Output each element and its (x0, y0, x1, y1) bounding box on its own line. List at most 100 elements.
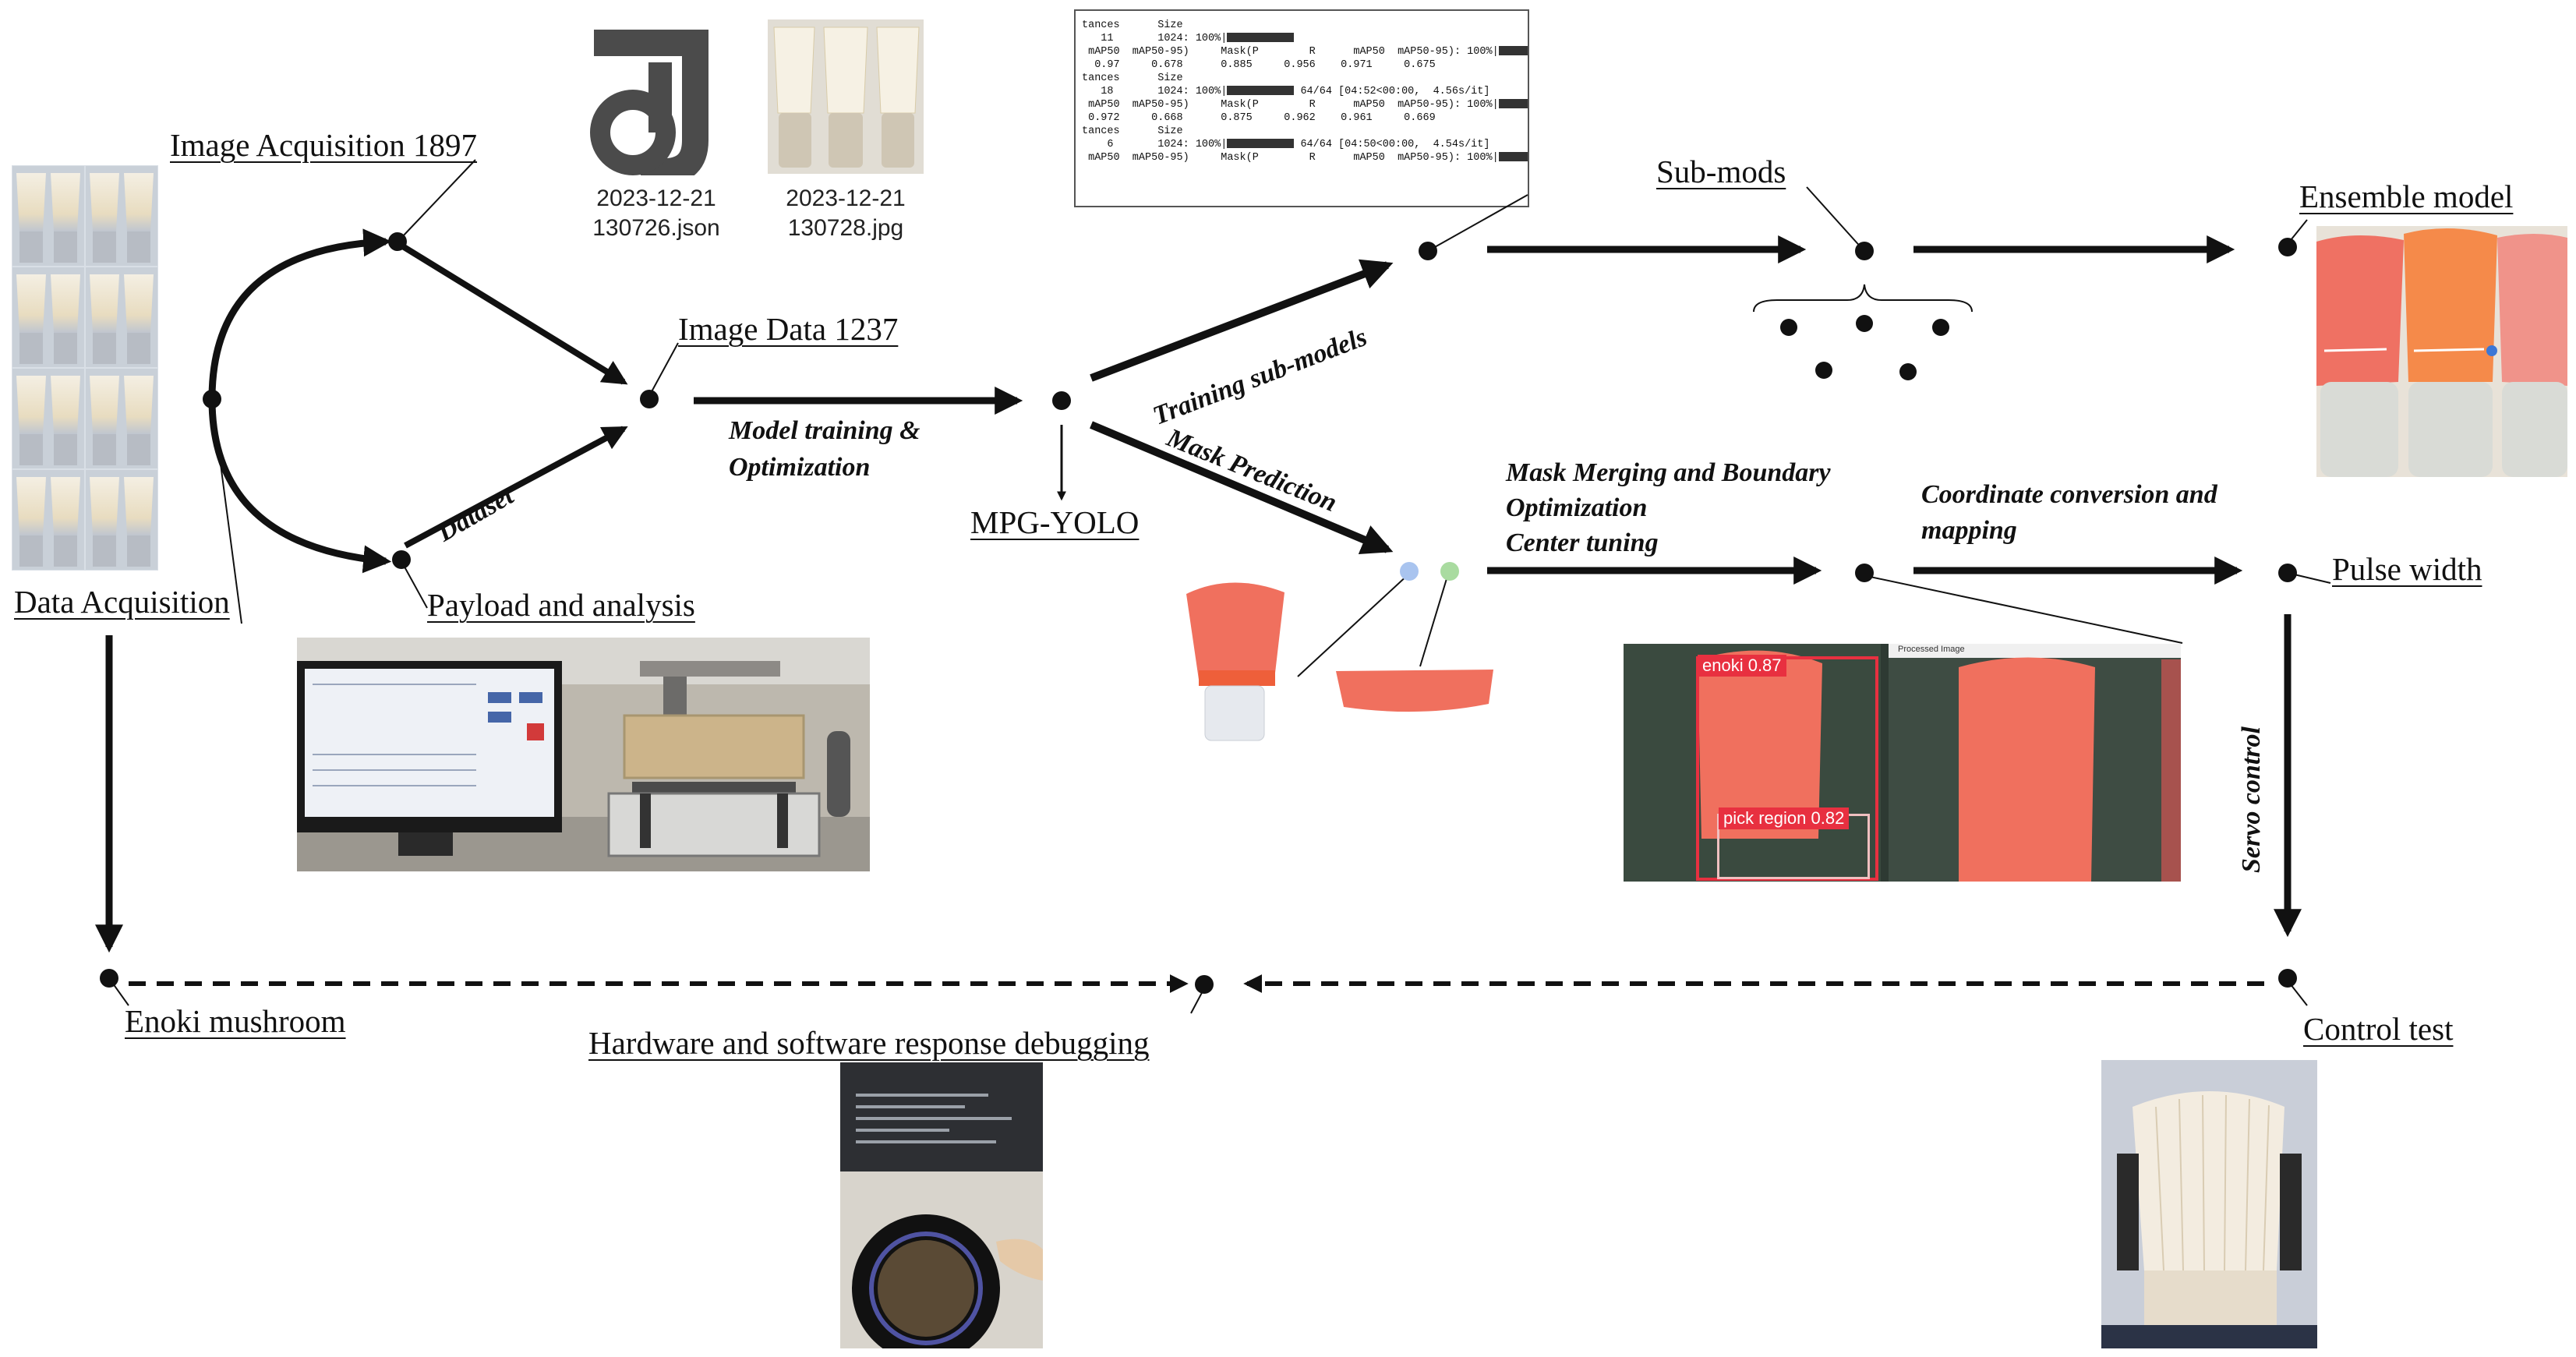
mushroom-bunch (51, 477, 80, 535)
training-log-line: 6 1024: 100%| 64/64 [04:50<00:00, 4.54s/… (1082, 139, 1490, 150)
mushroom-bunch (16, 274, 46, 333)
node-sub-5 (1899, 363, 1917, 380)
node-mask-blue (1400, 562, 1419, 581)
label-control-test: Control test (2303, 1011, 2454, 1047)
node-data-acq (203, 390, 221, 408)
leader-blue-mask (1297, 573, 1410, 677)
label-image-data: Image Data 1237 (678, 311, 899, 347)
ensemble-model-photo (2316, 226, 2567, 477)
training-log-line: 18 1024: 100%| 64/64 [04:52<00:00, 4.56s… (1082, 86, 1490, 97)
mushroom-base (19, 535, 43, 567)
training-log-line: mAP50 mAP50-95) Mask(P R mAP50 mAP50-95)… (1082, 151, 1528, 164)
leader-green-mask (1419, 573, 1449, 667)
training-log-line: 11 1024: 100%| (1082, 32, 1525, 45)
training-log-line: mAP50 mAP50-95) Mask(P R mAP50 mAP50-95)… (1082, 45, 1528, 58)
mushroom-base (127, 434, 150, 465)
mushroom-base (54, 535, 77, 567)
label-model-training: Model training & (729, 416, 921, 445)
mushroom-base (54, 333, 77, 364)
training-log-line: 0.97 0.678 0.885 0.956 0.971 0.675 (1082, 59, 1436, 71)
mushroom-base (93, 434, 116, 465)
mushroom-bunch (124, 274, 154, 333)
control-test-photo (2101, 1060, 2317, 1348)
label-servo-control: Servo control (2237, 726, 2266, 873)
arrow-acq-to-imgdata (399, 242, 628, 385)
node-mask-green (1440, 562, 1459, 581)
json-file-name: 130726.json (592, 214, 720, 241)
node-sub-4 (1815, 362, 1832, 379)
enoki-detection-tag: enoki 0.87 (1698, 655, 1786, 677)
json-file-date: 2023-12-21 (596, 186, 716, 211)
mushroom-base (127, 231, 150, 263)
node-enoki (100, 969, 118, 988)
node-image-data (640, 390, 659, 408)
label-image-acquisition: Image Acquisition 1897 (170, 127, 478, 163)
mushroom-bunch (16, 376, 46, 434)
label-data-acquisition: Data Acquisition (14, 584, 230, 620)
label-mask-merging: Mask Merging and Boundary (1506, 458, 1831, 487)
label-hw-sw-debugging: Hardware and software response debugging (588, 1025, 1150, 1061)
mushroom-bunch (124, 376, 154, 434)
hardware-debugging-photo (840, 1062, 1043, 1348)
label-mapping: mapping (1921, 516, 2017, 545)
arrow-mask-pred (1090, 421, 1394, 555)
label-coordinate-conversion: Coordinate conversion and (1921, 480, 2217, 509)
training-log-lines: tances Size 11 1024: 100%| mAP50 mAP50-9… (1082, 19, 1528, 164)
mushroom-bunch (51, 274, 80, 333)
detection-result-screenshot: enoki 0.87 pick region 0.82 Processed Im… (1624, 644, 2181, 882)
mushroom-bunch (51, 376, 80, 434)
training-log-line: tances Size (1082, 19, 1183, 31)
mushroom-base (127, 535, 150, 567)
jpg-file-thumbnail (768, 19, 924, 174)
node-sub-3 (1932, 319, 1949, 336)
node-merge (1855, 564, 1874, 582)
training-log-line: tances Size (1082, 125, 1183, 137)
mushroom-bunch (90, 274, 119, 333)
label-mask-merging-optimization: Optimization (1506, 493, 1648, 522)
node-payload (392, 550, 411, 569)
label-ensemble-model: Ensemble model (2299, 178, 2514, 214)
submods-brace (1753, 284, 1973, 313)
jpg-file-date: 2023-12-21 (786, 186, 906, 211)
mushroom-bunch (90, 477, 119, 535)
enoki-detection-box (1696, 656, 1878, 881)
node-submods (1855, 242, 1874, 260)
leader-log (1427, 194, 1528, 252)
training-log-line: tances Size (1082, 72, 1183, 84)
node-sub-2 (1856, 315, 1873, 332)
mask-pick-region (1334, 666, 1495, 717)
processed-window-title: Processed Image (1898, 645, 1965, 654)
mushroom-base (93, 535, 116, 567)
training-log-screenshot: tances Size 11 1024: 100%| mAP50 mAP50-9… (1074, 9, 1529, 207)
label-optimization: Optimization (729, 453, 871, 482)
mushroom-bunch (16, 477, 46, 535)
jpg-file-name: 130728.jpg (787, 214, 904, 241)
leader-data-acquisition (211, 398, 242, 624)
label-payload-analysis: Payload and analysis (427, 587, 695, 623)
leader-image-acq (401, 159, 476, 239)
node-pulse (2278, 564, 2297, 582)
leader-image-data (648, 342, 679, 397)
training-log-line: mAP50 mAP50-95) Mask(P R mAP50 mAP50-95)… (1082, 98, 1528, 111)
payload-analysis-photo (297, 638, 870, 871)
mushroom-base (93, 333, 116, 364)
arrow-split-top (208, 228, 392, 400)
label-pulse-width: Pulse width (2332, 551, 2482, 587)
arrow-train-sub (1090, 259, 1394, 382)
mushroom-bunch (124, 477, 154, 535)
mushroom-bunch (51, 173, 80, 231)
node-image-acq (388, 232, 407, 251)
mushroom-bunch (16, 173, 46, 231)
label-mpg-yolo: MPG-YOLO (970, 504, 1140, 540)
mushroom-base (127, 333, 150, 364)
mushroom-base (19, 333, 43, 364)
mushroom-base (19, 434, 43, 465)
node-control-test (2278, 969, 2297, 988)
mushroom-base (93, 231, 116, 263)
json-file-icon (578, 16, 734, 175)
mushroom-base (54, 231, 77, 263)
leader-submods (1806, 186, 1864, 250)
node-mpg (1052, 391, 1071, 410)
mask-prediction-mushroom (1177, 578, 1294, 746)
